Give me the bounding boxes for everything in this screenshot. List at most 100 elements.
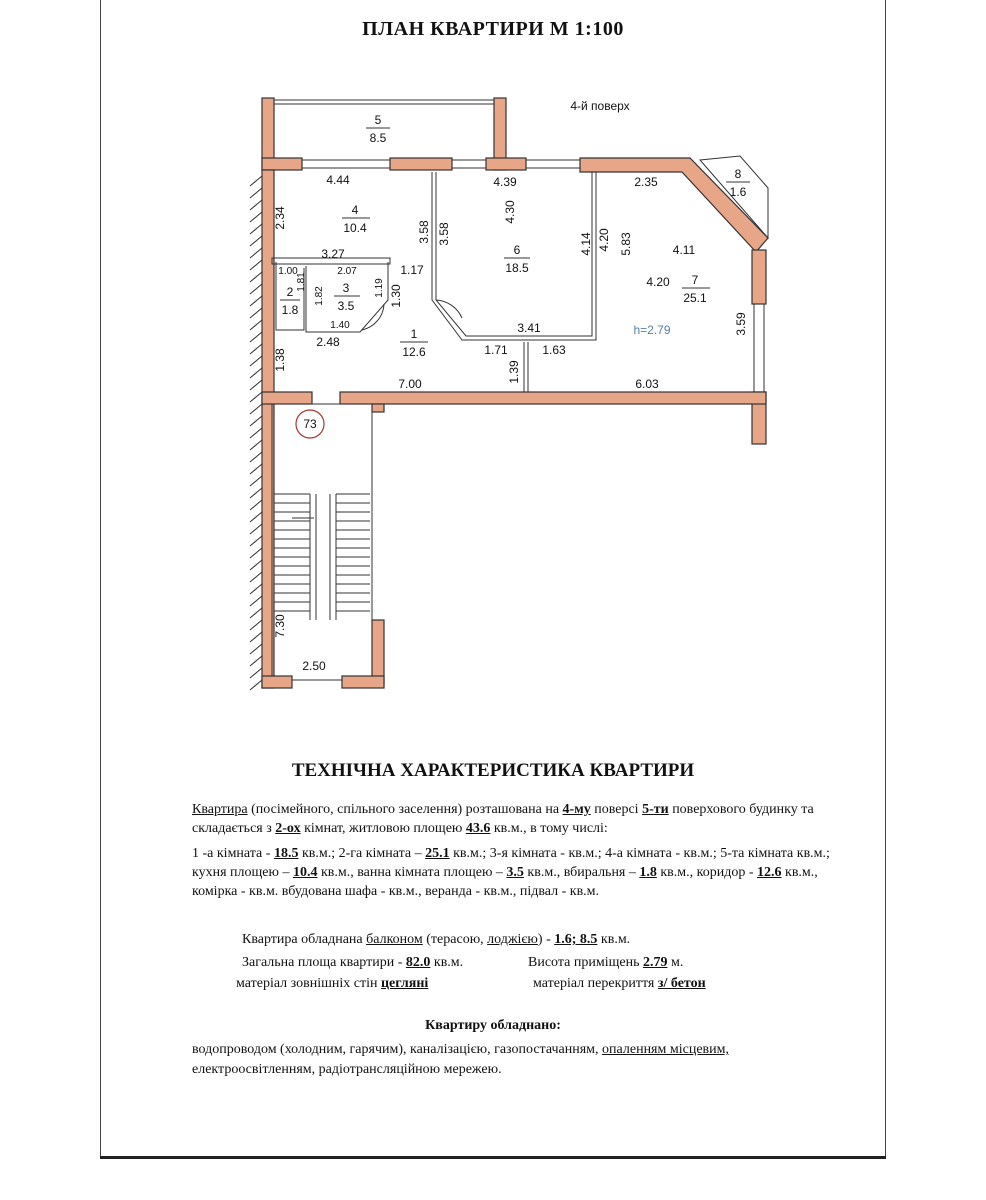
stairwell xyxy=(271,403,373,681)
hatch-line xyxy=(249,463,263,475)
hatch-line xyxy=(249,523,263,535)
dim: 3.59 xyxy=(734,312,748,336)
hatch-line xyxy=(249,307,263,319)
dim: 4.30 xyxy=(503,200,517,224)
room-area: 1.8 xyxy=(282,303,299,317)
dim: 1.17 xyxy=(400,263,424,277)
hatch-line xyxy=(249,415,263,427)
hatch-line xyxy=(249,679,263,691)
hatch-line xyxy=(249,655,263,667)
hatch-line xyxy=(249,595,263,607)
hatch-line xyxy=(249,247,263,259)
tech-paragraph-2: 1 -а кімната - 18.5 кв.м.; 2-га кімната … xyxy=(192,846,830,899)
ceiling-height: h=2.79 xyxy=(633,323,670,337)
balcony-line: Квартира обладнана балконом (терасою, ло… xyxy=(242,932,631,947)
hatch-line xyxy=(249,295,263,307)
dim: 3.58 xyxy=(437,222,451,246)
wall xyxy=(485,157,527,171)
hatch-line xyxy=(249,631,263,643)
ceiling-material-line: матеріал перекриття з/ бетон xyxy=(533,976,706,991)
hatch-line xyxy=(249,175,263,187)
hatch-line xyxy=(249,451,263,463)
room-number: 4 xyxy=(352,203,359,217)
dim: 2.50 xyxy=(302,659,326,673)
hatch-line xyxy=(249,427,263,439)
dim: 7.00 xyxy=(398,377,422,391)
plan-title: ПЛАН КВАРТИРИ М 1:100 xyxy=(362,18,624,40)
wall xyxy=(261,391,313,405)
wall xyxy=(389,157,453,171)
equipment-line-1: водопроводом (холодним, гарячим), каналі… xyxy=(192,1042,729,1057)
dim: 2.07 xyxy=(337,266,357,277)
room-area: 8.5 xyxy=(370,131,387,145)
room-area: 10.4 xyxy=(343,221,367,235)
room-number: 2 xyxy=(287,285,294,299)
hatch-line xyxy=(249,607,263,619)
hatch-line xyxy=(249,259,263,271)
tech-title: ТЕХНІЧНА ХАРАКТЕРИСТИКА КВАРТИРИ xyxy=(291,760,695,781)
room-number: 5 xyxy=(375,113,382,127)
hatch-line xyxy=(249,403,263,415)
hatch-line xyxy=(249,367,263,379)
dim: 4.39 xyxy=(493,175,517,189)
hatch-line xyxy=(249,223,263,235)
hatch-line xyxy=(249,235,263,247)
bottom-rule xyxy=(100,1156,886,1159)
dim: 1.38 xyxy=(273,348,287,372)
hatch-line xyxy=(249,283,263,295)
hatch-line xyxy=(249,487,263,499)
room-number: 8 xyxy=(735,167,742,181)
hatch-line xyxy=(249,619,263,631)
hatch-line xyxy=(249,439,263,451)
dim: 1.82 xyxy=(314,286,325,306)
total-area-line: Загальна площа квартири - 82.0 кв.м. xyxy=(242,955,464,970)
dim: 2.48 xyxy=(316,335,340,349)
hatch-line xyxy=(249,583,263,595)
dim: 3.27 xyxy=(321,247,345,261)
hatch-line xyxy=(249,343,263,355)
hatch-line xyxy=(249,391,263,403)
hatch-line xyxy=(249,571,263,583)
dim: 4.44 xyxy=(326,173,350,187)
dim: 1.71 xyxy=(484,343,508,357)
room-number: 1 xyxy=(411,327,418,341)
height-line: Висота приміщень 2.79 м. xyxy=(528,955,684,970)
room-area: 18.5 xyxy=(505,261,529,275)
dim: 1.63 xyxy=(542,343,566,357)
wall xyxy=(261,157,303,171)
dim: 3.41 xyxy=(517,321,541,335)
stamp-number: 73 xyxy=(303,417,317,431)
hatch-line xyxy=(249,271,263,283)
dim: 4.20 xyxy=(597,228,611,252)
dim: 1.00 xyxy=(278,266,298,277)
tech-paragraph-1: Квартира (посімейного, спільного заселен… xyxy=(192,802,814,836)
room-area: 12.6 xyxy=(402,345,426,359)
hatch-line xyxy=(249,379,263,391)
hatch-line xyxy=(249,475,263,487)
room-area: 3.5 xyxy=(338,299,355,313)
hatch-line xyxy=(249,499,263,511)
wall-corridor xyxy=(339,391,767,405)
wall-material-line: матеріал зовнішніх стін цегляні xyxy=(236,976,429,991)
dim: 1.40 xyxy=(330,320,350,331)
room-number: 6 xyxy=(514,243,521,257)
page-frame xyxy=(100,0,886,1158)
equipment-line-2: електроосвітленням, радіотрансляційною м… xyxy=(192,1062,502,1077)
stairs xyxy=(274,493,370,620)
hatch-line xyxy=(249,319,263,331)
hatch-line xyxy=(249,643,263,655)
balcony-8-outline xyxy=(698,155,769,240)
dim: 1.81 xyxy=(296,272,307,292)
room-area: 1.6 xyxy=(730,185,747,199)
dim: 4.11 xyxy=(673,243,696,257)
floor-label: 4-й поверх xyxy=(570,99,629,113)
dim: 5.83 xyxy=(619,232,633,256)
dim: 4.14 xyxy=(579,232,593,256)
room-number: 7 xyxy=(692,273,699,287)
hatch-line xyxy=(249,211,263,223)
room-area: 25.1 xyxy=(683,291,707,305)
hatch-line xyxy=(249,559,263,571)
dim: 1.19 xyxy=(374,278,385,298)
dim: 7.30 xyxy=(273,614,287,638)
hatch-line xyxy=(249,511,263,523)
